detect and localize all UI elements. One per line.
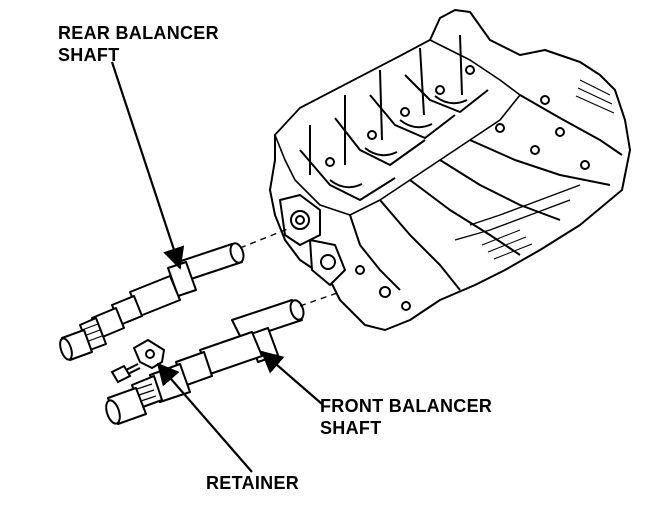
rear-balancer-shaft-label: REAR BALANCER SHAFT — [58, 22, 219, 66]
leader-lines — [110, 61, 323, 473]
rear-label-line-1: REAR BALANCER — [58, 23, 219, 43]
front-balancer-shaft — [105, 291, 341, 425]
front-label-line-1: FRONT BALANCER — [320, 396, 493, 416]
retainer-bolt — [110, 363, 141, 384]
front-balancer-shaft-label: FRONT BALANCER SHAFT — [320, 395, 492, 439]
front-label-line-2: SHAFT — [320, 418, 382, 438]
rear-shaft-leader — [110, 61, 185, 270]
rear-label-line-2: SHAFT — [58, 45, 120, 65]
retainer-label: RETAINER — [206, 472, 299, 494]
retainer-part — [133, 339, 165, 369]
front-shaft-leader — [260, 350, 323, 405]
retainer-leader — [156, 362, 253, 473]
rear-balancer-shaft — [59, 227, 291, 361]
engine-block — [269, 9, 631, 331]
retainer-label-text: RETAINER — [206, 473, 300, 493]
